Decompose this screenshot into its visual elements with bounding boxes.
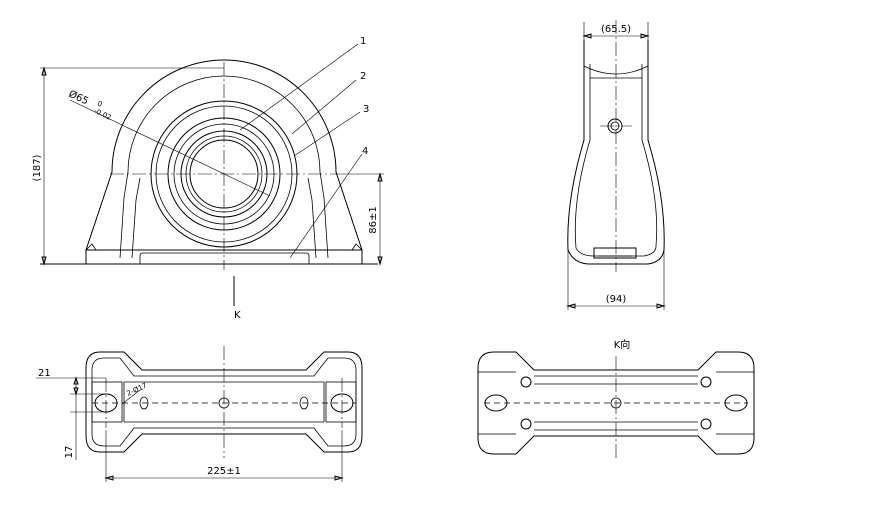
- callout-4: 4: [362, 146, 368, 157]
- plan-view: 2-Ø17 21 17 225±1: [36, 346, 363, 482]
- callout-1: 1: [360, 36, 366, 47]
- diameter-label: Ø65: [67, 88, 91, 108]
- callout-3: 3: [363, 104, 369, 115]
- bottom-width-label: (94): [606, 294, 627, 305]
- center-height-label: 86±1: [368, 206, 379, 233]
- side-view: (65.5) (94): [566, 20, 666, 310]
- front-view: K 1 2 3 4 Ø65 0 -0.02 (187) 86±1: [32, 36, 384, 321]
- diameter-tol-lower: -0.02: [93, 107, 113, 122]
- hole-spacing-label: 225±1: [207, 466, 241, 477]
- small-note-label: 2-Ø17: [125, 382, 148, 398]
- callout-2: 2: [360, 71, 366, 82]
- offset-top-label: 21: [38, 368, 51, 379]
- overall-height-label: (187): [32, 154, 43, 181]
- offset-bottom-label: 17: [64, 446, 75, 459]
- top-width-label: (65.5): [601, 24, 631, 35]
- view-arrow-label: K: [234, 310, 241, 321]
- diameter-tol-upper: 0: [96, 100, 103, 109]
- k-view: K向: [477, 338, 755, 458]
- k-view-title: K向: [614, 338, 631, 351]
